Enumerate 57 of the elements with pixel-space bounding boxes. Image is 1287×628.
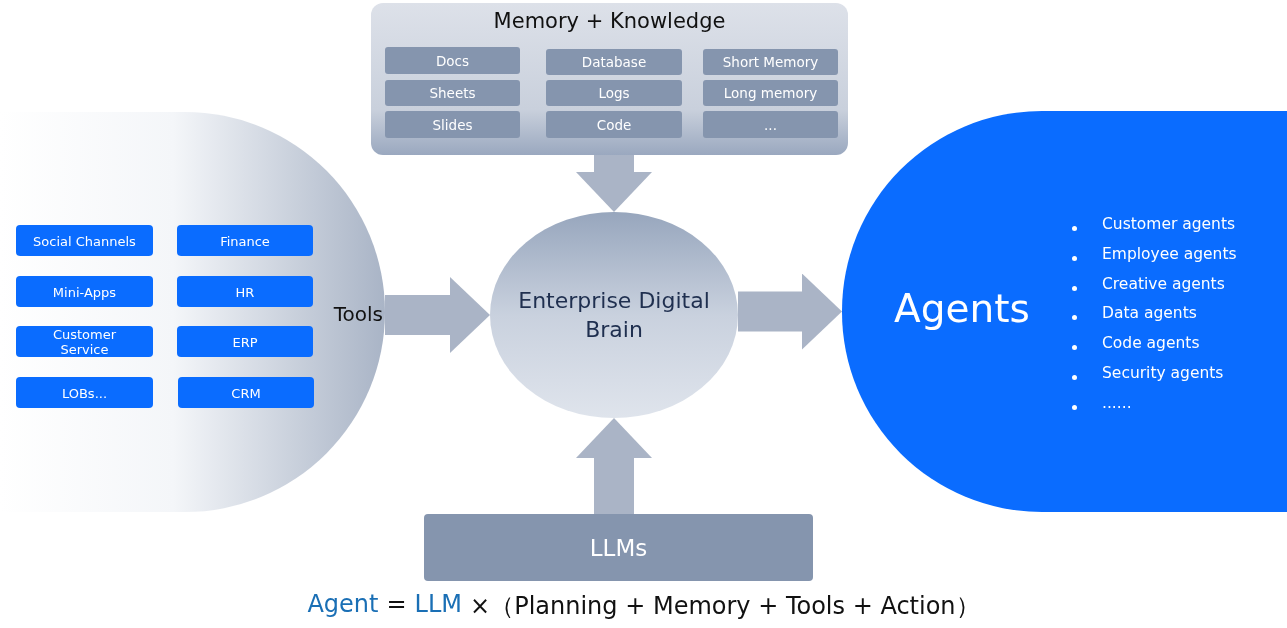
box-label: Mini-Apps — [51, 284, 118, 299]
block-arrow — [576, 418, 652, 514]
data-source-box — [703, 49, 838, 75]
list-item: Creative agents — [1102, 274, 1225, 293]
box-label: Social Channels — [32, 233, 137, 248]
memory-panel — [371, 3, 848, 155]
formula-term: = — [386, 590, 407, 620]
block-arrow — [385, 277, 490, 353]
tool-box — [177, 276, 313, 307]
box-label: HR — [234, 284, 256, 299]
data-source-box — [385, 111, 520, 138]
box-label: ERP — [231, 334, 259, 349]
box-label: Long memory — [722, 85, 819, 101]
block-arrow — [738, 273, 842, 350]
list-item: ...... — [1102, 393, 1132, 412]
box-label: Short Memory — [721, 54, 820, 70]
tool-box — [16, 276, 153, 307]
list-item: Data agents — [1102, 304, 1197, 323]
tool-box — [177, 326, 313, 357]
data-source-box — [703, 111, 838, 138]
box-label: Database — [580, 54, 648, 70]
box-label: LOBs... — [60, 385, 109, 400]
list-item: Security agents — [1102, 364, 1224, 382]
box-label: Slides — [431, 117, 474, 132]
list-item: Employee agents — [1102, 244, 1237, 263]
data-source-box — [546, 111, 682, 138]
box-label: Sheets — [428, 85, 477, 101]
formula-term: Agent — [307, 590, 379, 620]
data-source-box — [703, 80, 838, 106]
tool-box — [16, 225, 153, 256]
data-source-box — [546, 80, 682, 106]
box-label: Finance — [219, 233, 271, 248]
tool-box — [177, 225, 313, 256]
brain-label: Enterprise Digital Brain — [517, 287, 711, 344]
edge-label: Tools — [333, 302, 383, 326]
list-item: Code agents — [1102, 334, 1200, 353]
formula-term: LLM — [414, 590, 463, 620]
data-source-box — [546, 49, 682, 75]
llm-box — [424, 514, 813, 581]
tool-box — [178, 377, 314, 408]
tool-box — [16, 326, 153, 357]
tool-box — [16, 377, 153, 408]
llm-label: LLMs — [589, 534, 648, 561]
box-label: CRM — [230, 385, 262, 400]
box-label: Docs — [434, 53, 471, 68]
data-source-box — [385, 47, 520, 74]
box-label: ... — [763, 117, 778, 132]
box-label: Code — [595, 117, 633, 132]
list-item: Customer agents — [1102, 215, 1236, 233]
agents-shape — [842, 111, 1287, 512]
data-source-box — [385, 80, 520, 106]
block-arrow — [576, 155, 652, 212]
agents-title: Agents — [894, 286, 1030, 331]
box-label: Logs — [597, 85, 631, 101]
formula-term: ×（Planning + Memory + Tools + Action） — [470, 591, 980, 622]
box-label: Customer Service — [51, 326, 118, 357]
panel-title: Memory + Knowledge — [493, 9, 726, 33]
